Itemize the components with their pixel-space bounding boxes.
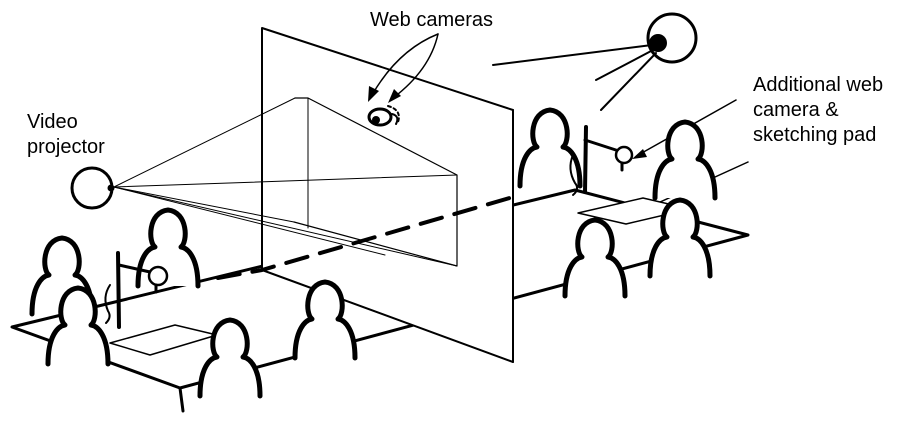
ceiling-lamp (492, 12, 698, 111)
label-web-cameras: Web cameras (370, 9, 494, 31)
projector-beams (113, 97, 458, 267)
near-camera-stand (104, 251, 169, 329)
shared-table-dashes (216, 195, 515, 280)
far-camera-stand (569, 125, 634, 196)
table-leg (178, 386, 185, 413)
label-video-projector: Video projector (27, 111, 105, 158)
person-far-2 (655, 122, 715, 198)
screen-web-camera (367, 105, 400, 127)
video-projector (70, 166, 115, 210)
label-additional-camera: Additional web camera & sketching pad (753, 74, 884, 146)
